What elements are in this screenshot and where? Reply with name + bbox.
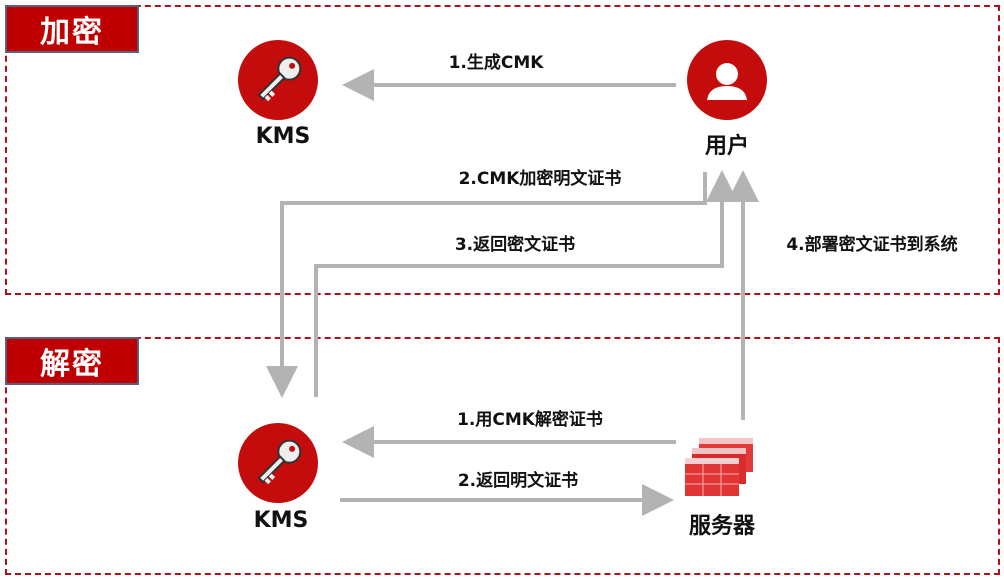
server-icon	[685, 438, 753, 496]
decrypt-section	[5, 337, 1000, 575]
server-label: 服务器	[688, 514, 756, 539]
encrypt-section	[5, 5, 1000, 295]
encrypt-section-tag: 加密	[5, 5, 139, 53]
step-generate-cmk: 1.生成CMK	[448, 53, 544, 73]
kms-bottom-key-icon	[238, 423, 318, 503]
arrow-encrypt-cert	[266, 172, 707, 398]
step-return-cipher: 3.返回密文证书	[454, 235, 576, 255]
user-icon	[687, 40, 767, 120]
step-encrypt-cert: 2.CMK加密明文证书	[458, 169, 622, 189]
kms-top-key-icon	[238, 40, 318, 120]
step-return-plain: 2.返回明文证书	[457, 471, 579, 491]
kms-bottom-label: KMS	[253, 508, 309, 533]
decrypt-section-tag: 解密	[5, 337, 139, 385]
kms-top-label: KMS	[255, 124, 311, 149]
step-decrypt-cert: 1.用CMK解密证书	[457, 410, 603, 430]
user-label: 用户	[704, 134, 750, 159]
arrow-return-cipher	[314, 170, 738, 397]
step-deploy: 4.部署密文证书到系统	[786, 235, 958, 255]
